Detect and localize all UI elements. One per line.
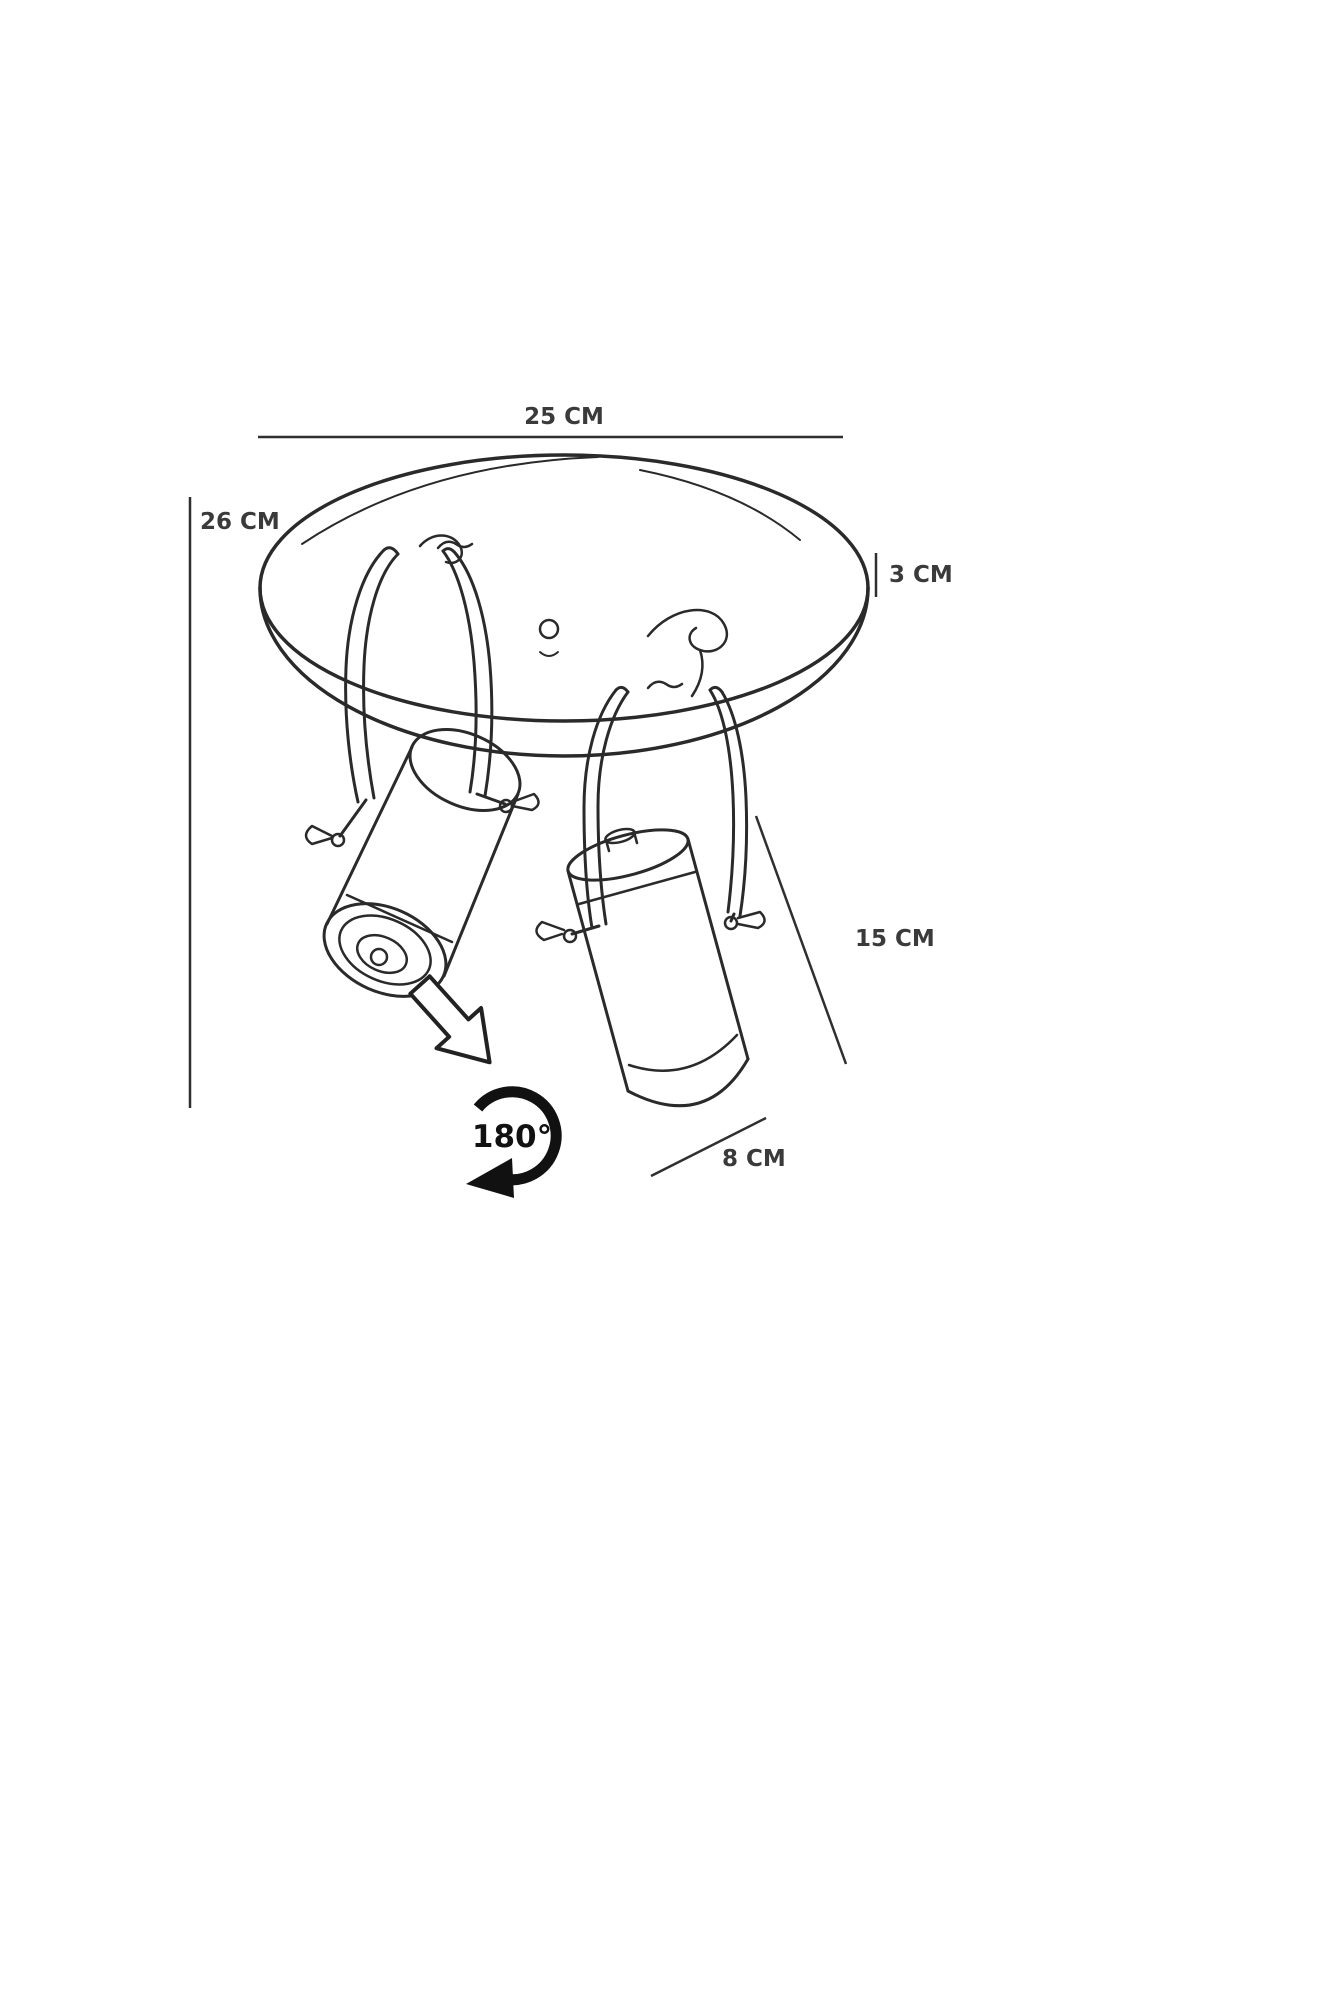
- yoke-arm-top: [614, 685, 630, 694]
- lens-ring: [338, 914, 432, 986]
- yoke-arm: [720, 690, 749, 918]
- wing-screw-hub: [330, 832, 346, 848]
- spot-length-dimension-line: [754, 815, 848, 1065]
- yoke-arm: [362, 552, 400, 800]
- width-dimension-label: 25 CM: [524, 404, 604, 430]
- wing-screw-hub: [723, 915, 739, 931]
- lens-inner-ring: [356, 933, 408, 975]
- left-spotlight: [304, 534, 540, 998]
- body-side: [686, 837, 750, 1061]
- right-mount-scribble: [646, 680, 684, 690]
- body-seam: [345, 893, 454, 944]
- wing-screw: [304, 824, 334, 846]
- plate-bottom-rim: [258, 586, 870, 758]
- spot-diameter-dimension-line: [650, 1116, 767, 1178]
- lens-bulb: [369, 947, 389, 967]
- body-side: [325, 745, 414, 926]
- yoke-arm-top: [382, 546, 400, 556]
- yoke-arm-top: [708, 685, 724, 694]
- wing-screw: [736, 910, 766, 930]
- body-seam: [577, 870, 697, 906]
- plate-top-surface: [258, 453, 870, 723]
- wing-screw-hub: [498, 798, 514, 814]
- spot-length-dimension-label: 15 CM: [855, 926, 935, 952]
- yoke-arm: [582, 688, 618, 930]
- right-spotlight-yoke: [570, 685, 749, 936]
- yoke-arm: [344, 548, 386, 804]
- yoke-to-screw: [338, 798, 368, 838]
- cable-squiggle: [646, 608, 728, 653]
- height-dimension-label: 26 CM: [200, 509, 280, 535]
- yoke-arm: [454, 552, 494, 798]
- body-bottom-cap: [626, 1057, 750, 1108]
- yoke-arm: [596, 690, 630, 926]
- yoke-arm: [708, 688, 736, 914]
- plate-sketch-highlight: [301, 456, 599, 545]
- cable-drop: [690, 648, 704, 698]
- rotation-pointer-arrow: [408, 974, 492, 1065]
- right-spotlight: [535, 608, 766, 1108]
- wing-screw: [535, 920, 566, 942]
- wing-screw: [510, 792, 540, 812]
- plate-sketch-highlight-2: [639, 469, 801, 541]
- wing-screw-hub: [562, 928, 578, 944]
- left-mount-scribble: [436, 540, 474, 550]
- body-bottom-rim: [627, 1033, 739, 1072]
- plate-center-screw-detail: [539, 651, 559, 657]
- rotation-arc-icon: [473, 1086, 562, 1186]
- cable-squiggle: [418, 534, 463, 565]
- rotation-degrees-label: 180°: [472, 1119, 552, 1155]
- rotation-arc-arrowhead-icon: [466, 1158, 514, 1198]
- ceiling-plate: [258, 453, 870, 758]
- rotation-badge: 180°: [454, 1078, 570, 1198]
- yoke-arm: [441, 549, 478, 794]
- right-spotlight-screws: [535, 910, 766, 944]
- spot-diameter-dimension-label: 8 CM: [722, 1146, 786, 1172]
- lens-trim-ring: [322, 902, 448, 998]
- plate-center-screw: [538, 618, 560, 640]
- dimensions: 25 CM 26 CM 3 CM 15 CM 8 CM: [188, 404, 953, 1178]
- left-spotlight-body: [322, 728, 522, 998]
- left-spotlight-yoke: [338, 534, 507, 838]
- thickness-dimension-label: 3 CM: [889, 562, 953, 588]
- body-side: [566, 869, 630, 1093]
- left-spotlight-screws: [304, 792, 540, 848]
- yoke-arm-top: [441, 547, 458, 556]
- body-side: [442, 792, 520, 978]
- right-spotlight-body: [566, 827, 750, 1108]
- rotation-annotation: 180°: [408, 974, 570, 1198]
